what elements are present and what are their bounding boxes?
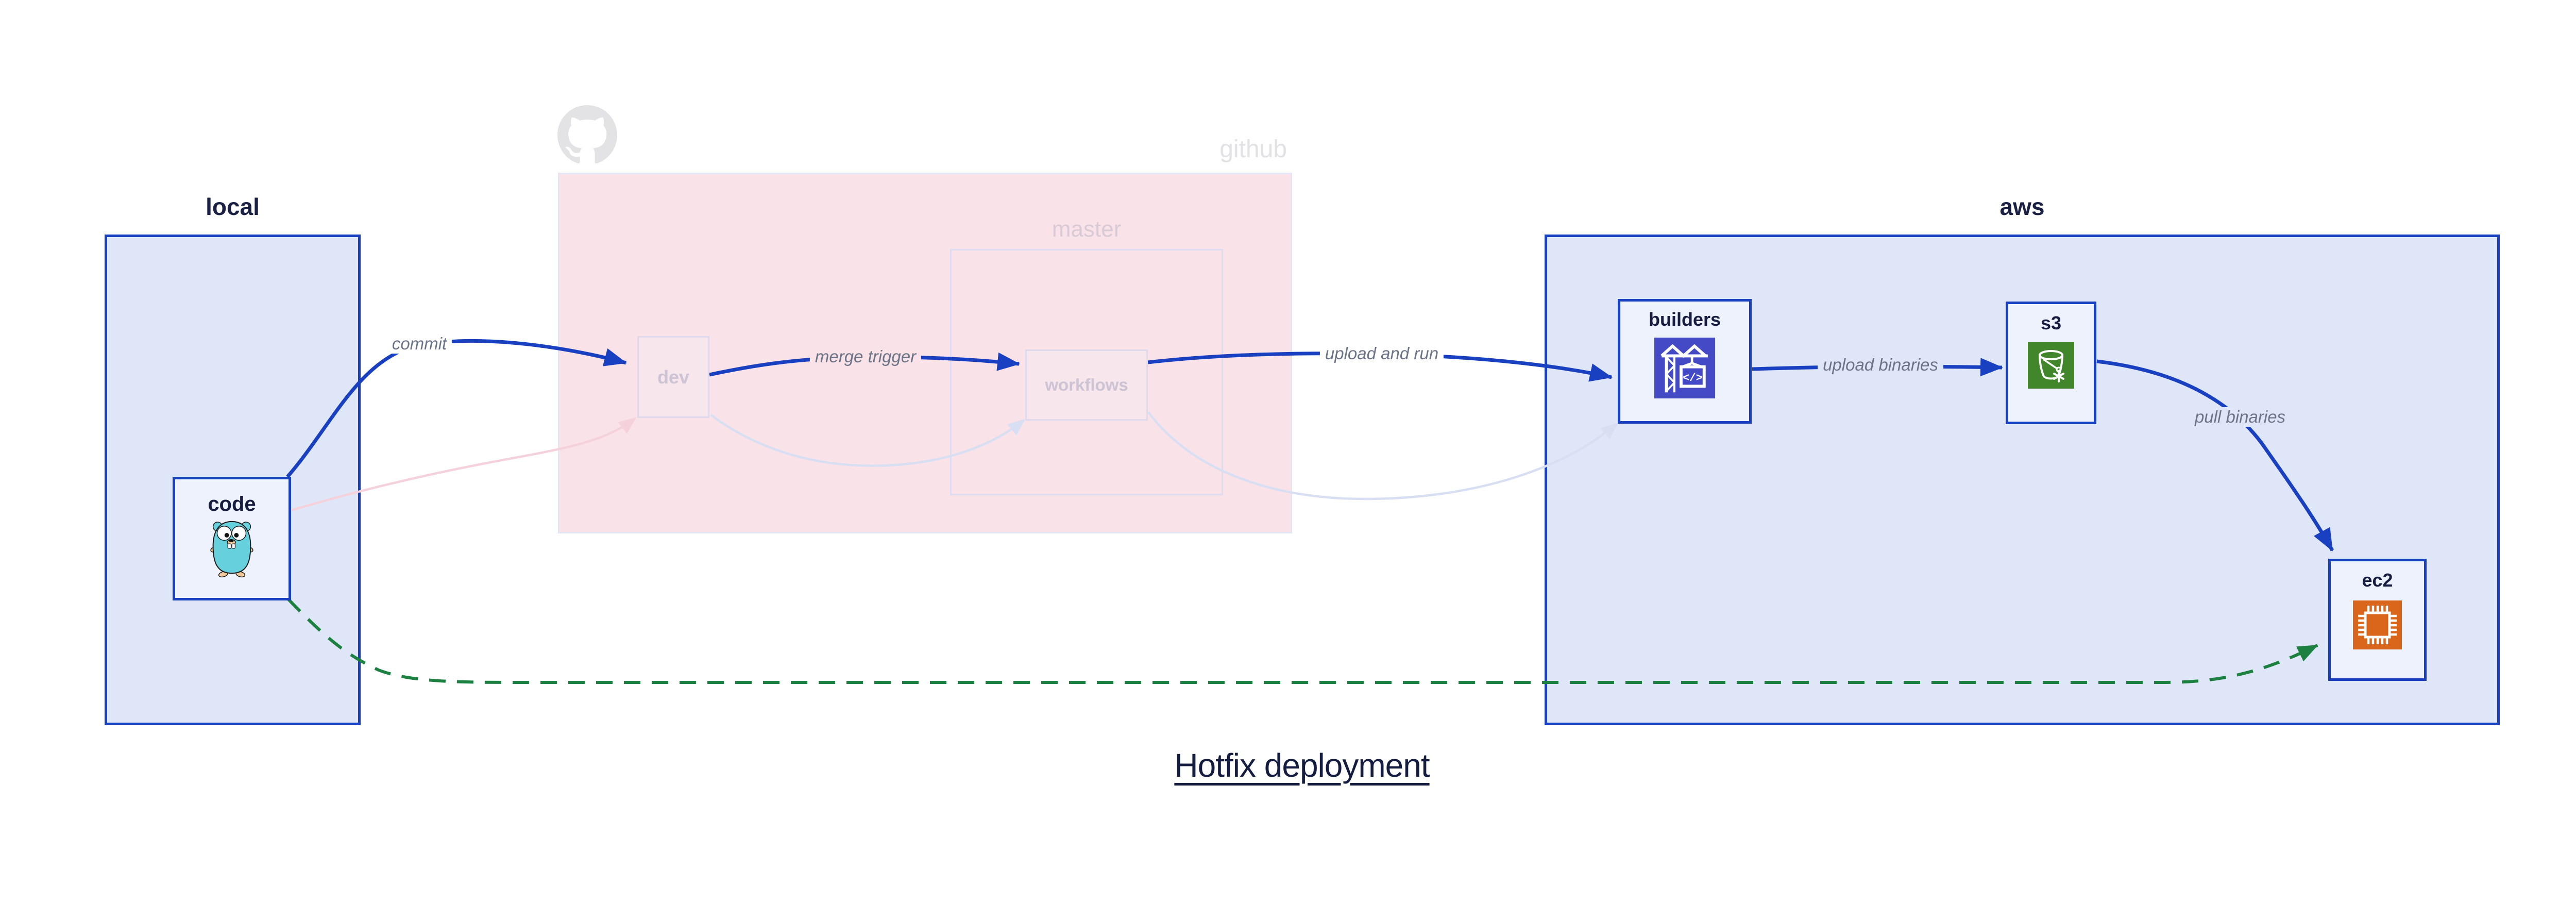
- edge-merge-trigger-label: merge trigger: [809, 347, 922, 366]
- node-dev: dev: [637, 336, 709, 418]
- edge-faded-workflows-builders: [1147, 411, 1619, 500]
- ec2-chip-icon: [2353, 600, 2402, 649]
- node-s3: s3: [2006, 302, 2096, 424]
- edge-commit-label: commit: [386, 334, 452, 354]
- node-ec2: ec2: [2328, 559, 2427, 681]
- s3-glacier-bucket-icon: [2028, 342, 2074, 389]
- master-group-box: [950, 249, 1223, 495]
- edge-upload-binaries-label: upload binaries: [1818, 355, 1943, 375]
- node-workflows-label: workflows: [1045, 375, 1128, 394]
- edge-faded-code-dev: [291, 417, 637, 512]
- diagram-title: Hotfix deployment: [1174, 747, 1430, 784]
- node-ec2-label: ec2: [2362, 570, 2393, 591]
- aws-group-label: aws: [1999, 193, 2045, 220]
- edge-upload-and-run-label: upload and run: [1319, 344, 1444, 363]
- node-code: code: [173, 477, 291, 600]
- master-group-label: master: [1052, 216, 1122, 242]
- node-code-label: code: [208, 493, 256, 515]
- node-dev-label: dev: [657, 366, 690, 388]
- edge-faded-dev-workflows: [710, 414, 1026, 467]
- edge-pull-binaries-label: pull binaries: [2189, 407, 2291, 427]
- local-group-label: local: [206, 193, 260, 220]
- edge-hotfix-dashed: [287, 598, 2318, 684]
- node-s3-label: s3: [2040, 312, 2062, 333]
- codebuild-crane-icon: </>: [1654, 338, 1715, 398]
- edge-pull-binaries-path: [2096, 359, 2334, 552]
- node-builders: builders </>: [1618, 299, 1752, 424]
- node-builders-label: builders: [1648, 309, 1721, 330]
- edge-commit-path: [286, 339, 627, 478]
- node-workflows: workflows: [1025, 349, 1148, 421]
- go-gopher-icon: [210, 521, 253, 578]
- svg-text:</>: </>: [1683, 372, 1702, 385]
- github-group-label: github: [1219, 136, 1287, 163]
- github-octocat-icon: [557, 105, 617, 164]
